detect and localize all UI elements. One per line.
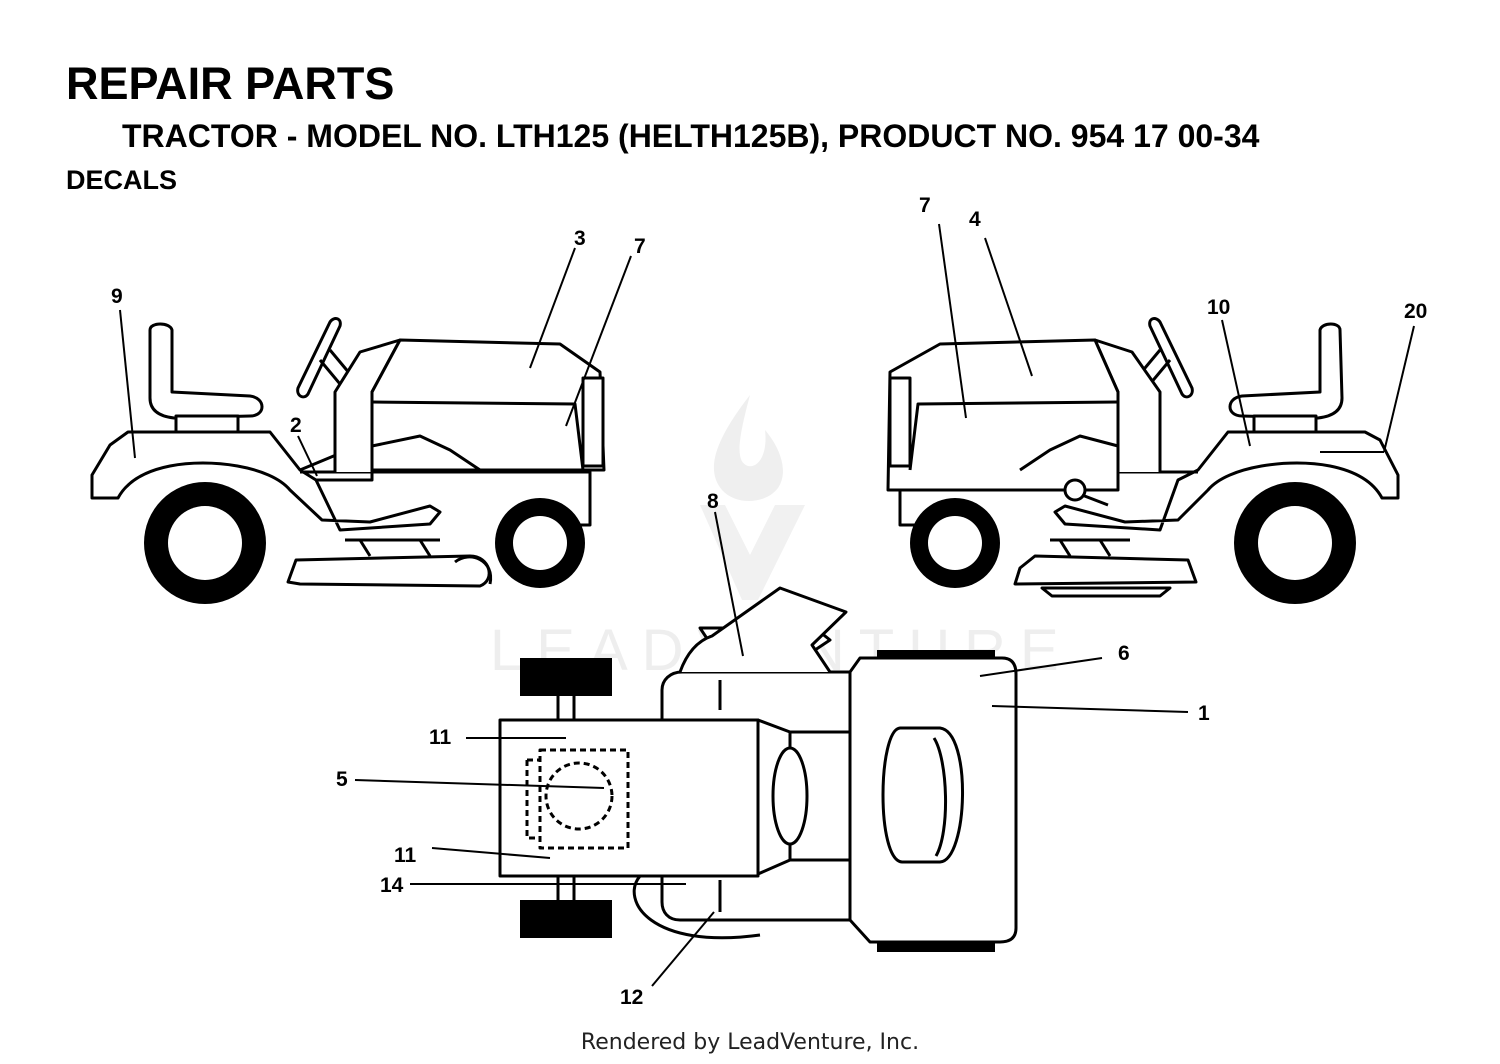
seat	[148, 322, 264, 420]
callout-2: 2	[290, 414, 302, 437]
rear-axle-top-lines	[556, 696, 576, 720]
callout-8: 8	[707, 490, 719, 513]
mower-deck	[1013, 554, 1198, 586]
callout-numbers: 9 3 7 2 7 4 10 20 8 6 1 11 5 11 14 12	[111, 194, 1427, 1009]
discharge-chute	[454, 555, 493, 585]
seat-base	[1252, 414, 1318, 434]
callout-7-right: 7	[919, 194, 931, 217]
leader-7a	[565, 255, 632, 427]
deck-bottom	[1040, 586, 1172, 598]
seat	[1228, 322, 1344, 420]
seat-base	[174, 414, 240, 434]
leader-1	[991, 705, 1189, 713]
dash-panel	[771, 746, 809, 846]
lift-lever	[1081, 493, 1109, 507]
callout-3: 3	[574, 227, 586, 250]
watermark-flame-icon	[713, 395, 783, 502]
callout-20: 20	[1404, 300, 1427, 323]
front-wheel-hub	[928, 516, 982, 570]
deck-hanger	[1050, 538, 1130, 557]
steering-wheel	[296, 317, 342, 399]
callout-6: 6	[1118, 642, 1130, 665]
tractor-left-side-view	[90, 317, 606, 604]
model-subtitle: TRACTOR - MODEL NO. LTH125 (HELTH125B), …	[122, 118, 1260, 154]
leader-8	[714, 511, 744, 657]
leader-10	[1221, 319, 1251, 447]
deck-hanger	[345, 538, 440, 557]
watermark-w-icon	[700, 505, 805, 600]
grille	[581, 376, 605, 468]
lift-lever-knob	[1063, 478, 1087, 502]
leader-5	[354, 779, 605, 789]
callout-4: 4	[969, 208, 981, 231]
callout-14: 14	[380, 874, 404, 897]
callout-5: 5	[336, 768, 348, 791]
rear-tire-top	[520, 658, 612, 696]
callout-10: 10	[1207, 296, 1230, 319]
footer-credit: Rendered by LeadVenture, Inc.	[580, 1030, 920, 1055]
callout-9: 9	[111, 285, 123, 308]
hood-lower-line	[1019, 434, 1119, 472]
grille-top	[881, 726, 964, 864]
grille-inner-top	[932, 737, 947, 857]
leader-3	[529, 247, 576, 369]
rear-wheel-hub	[168, 506, 242, 580]
leader-20	[1383, 325, 1415, 453]
leader-9	[119, 309, 136, 459]
decal-area-dashed	[538, 748, 630, 850]
hood	[886, 338, 1120, 492]
page-title: REPAIR PARTS	[66, 58, 395, 109]
hood-side-line	[908, 400, 1119, 471]
rear-fender	[1053, 430, 1400, 532]
leader-lines	[119, 223, 1415, 987]
callout-7-left: 7	[634, 235, 646, 258]
section-title: DECALS	[66, 165, 178, 195]
hood-lower-line	[371, 434, 481, 472]
front-wheel-hub	[513, 516, 567, 570]
leader-6	[979, 657, 1103, 677]
leader-11b	[431, 847, 551, 859]
grille	[888, 376, 912, 468]
leader-4	[984, 237, 1033, 377]
dash-link-lines	[790, 730, 850, 862]
callout-12: 12	[620, 986, 643, 1009]
leader-12	[651, 911, 715, 987]
rear-wheel-hub	[1258, 506, 1332, 580]
callout-11-bottom: 11	[394, 844, 417, 867]
leader-7b	[938, 223, 967, 419]
rear-tire-bottom	[520, 900, 612, 938]
leader-2	[297, 435, 318, 477]
steering-wheel-top	[632, 875, 761, 940]
callout-11-top: 11	[429, 726, 452, 749]
callout-1: 1	[1198, 702, 1210, 725]
tractor-top-view	[498, 586, 1018, 952]
seat-top	[678, 586, 848, 673]
hood	[370, 338, 606, 472]
decal-circle-dashed	[544, 761, 614, 831]
tractor-right-side-view	[886, 317, 1400, 604]
rear-axle-bottom-lines	[556, 876, 576, 900]
rear-fender	[90, 430, 442, 532]
steering-wheel	[1148, 317, 1194, 399]
